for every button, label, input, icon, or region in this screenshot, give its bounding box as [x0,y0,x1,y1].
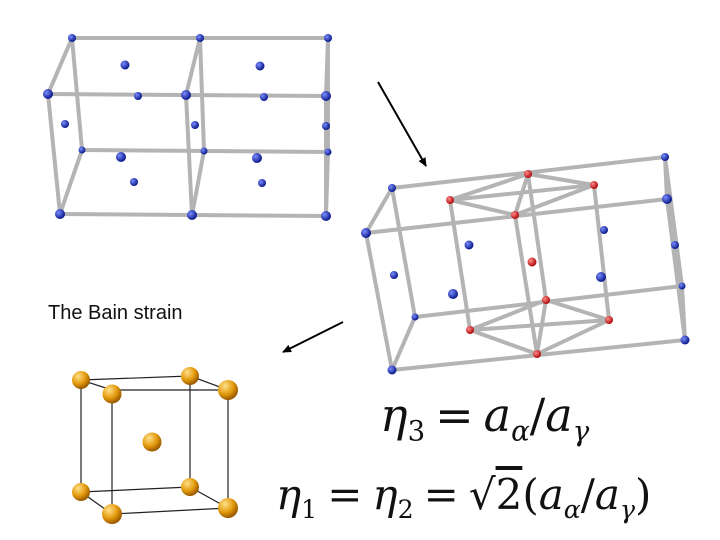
bcc-atoms [72,367,238,524]
caption-label: The Bain strain [48,302,183,324]
eta3-a2: a [545,388,573,442]
sqrt-sign: √ [468,470,496,519]
fcc-atoms [43,34,332,221]
eta12-a1-sub: α [563,494,581,524]
eta1-sub: 1 [301,494,318,524]
eta12-a2-sub: γ [619,494,636,524]
equation-eta1-eta2: η1=η2=√2(aα/aγ) [276,470,651,524]
eta12-a2: a [594,470,620,519]
eta3-a1-sub: α [511,414,530,448]
bcc-cell [80,375,229,515]
fcc-double-cell [46,36,330,218]
eta3-a2-sub: γ [572,414,590,448]
tilted-double-cell [364,155,687,372]
arrow-down-right [377,81,427,167]
eta2-symbol: η [372,470,398,519]
paren-close: ) [635,470,652,519]
tilted-red-atoms [446,170,613,358]
sqrt-argument: 2 [495,470,523,519]
paren-open: ( [522,470,539,519]
arrow-down-left [282,321,344,353]
eta3-equals: = [435,388,474,442]
eta1-symbol: η [276,470,302,519]
eta12-equals-1: = [327,470,363,519]
eta12-slash: / [580,470,595,519]
eta3-slash: / [529,388,546,442]
eta2-sub: 2 [397,494,414,524]
eta12-equals-2: = [423,470,459,519]
eta12-a1: a [538,470,564,519]
equation-eta3: η3=aα/aγ [380,388,589,448]
tilted-blue-atoms [361,153,690,375]
eta3-sub: 3 [407,414,426,448]
eta3-a1: a [483,388,512,442]
eta3-symbol: η [380,388,408,442]
